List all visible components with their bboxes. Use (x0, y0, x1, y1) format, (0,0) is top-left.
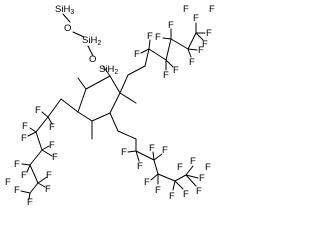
fluorine-label: F (202, 39, 208, 50)
fluorine-label: F (209, 4, 215, 15)
silyl-group: SiH3 O SiH2 O SiH2 (55, 4, 118, 76)
fluorine-label: F (147, 31, 153, 42)
fluorine-label: F (21, 133, 27, 144)
fluorine-label: F (189, 57, 195, 68)
fluorine-label: F (177, 162, 183, 173)
bond-lines (20, 13, 206, 200)
fluorine-label: F (155, 32, 161, 43)
fluorine-label: F (121, 147, 127, 158)
fluorine-label: F (144, 177, 150, 188)
fluorine-label: F (206, 28, 212, 39)
left-chain-fluorines: F F F F F F F F F F F F F (5, 105, 58, 206)
fluorine-label: F (163, 70, 169, 81)
fluorine-label: F (196, 186, 202, 197)
fluorine-label: F (169, 191, 175, 202)
fluorine-label: F (134, 49, 140, 60)
fluorine-label: F (193, 13, 199, 24)
fluorine-label: F (46, 170, 52, 181)
fluorine-label: F (183, 4, 189, 15)
fluorine-label: F (5, 177, 11, 188)
fluorine-label: F (198, 45, 204, 56)
bottom-chain-fluorines: F F F F F F F F F F F F F (121, 143, 211, 202)
atom-label-si-h2-mid: SiH2 (82, 35, 101, 47)
molecule-diagram: SiH3 O SiH2 O SiH2 F F F F F F F F F F F… (5, 4, 215, 206)
fluorine-label: F (155, 185, 161, 196)
fluorine-label: F (162, 145, 168, 156)
fluorine-label: F (49, 122, 55, 133)
fluorine-label: F (52, 152, 58, 163)
fluorine-label: F (35, 105, 41, 116)
fluorine-label: F (14, 185, 20, 196)
fluorine-label: F (173, 65, 179, 76)
structure-svg: SiH3 O SiH2 O SiH2 F F F F F F F F F F F… (5, 4, 215, 206)
fluorine-label: F (14, 159, 20, 170)
fluorine-label: F (137, 161, 143, 172)
atom-label-si-h3: SiH3 (55, 4, 74, 16)
fluorine-label: F (190, 156, 196, 167)
fluorine-label: F (199, 173, 205, 184)
atom-label-o1: O (64, 23, 71, 34)
atom-label-o2: O (89, 54, 96, 65)
fluorine-label: F (205, 162, 211, 173)
fluorine-label: F (45, 184, 51, 195)
fluorine-label: F (149, 143, 155, 154)
fluorine-label: F (21, 170, 27, 181)
fluorine-label: F (49, 140, 55, 151)
fluorine-label: F (22, 121, 28, 132)
top-right-chain-fluorines: F F F F F F F F F F F F F (134, 4, 215, 81)
fluorine-label: F (168, 20, 174, 31)
fluorine-label: F (27, 197, 33, 206)
fluorine-label: F (183, 189, 189, 200)
atom-label-si-h2-ring: SiH2 (99, 64, 118, 76)
